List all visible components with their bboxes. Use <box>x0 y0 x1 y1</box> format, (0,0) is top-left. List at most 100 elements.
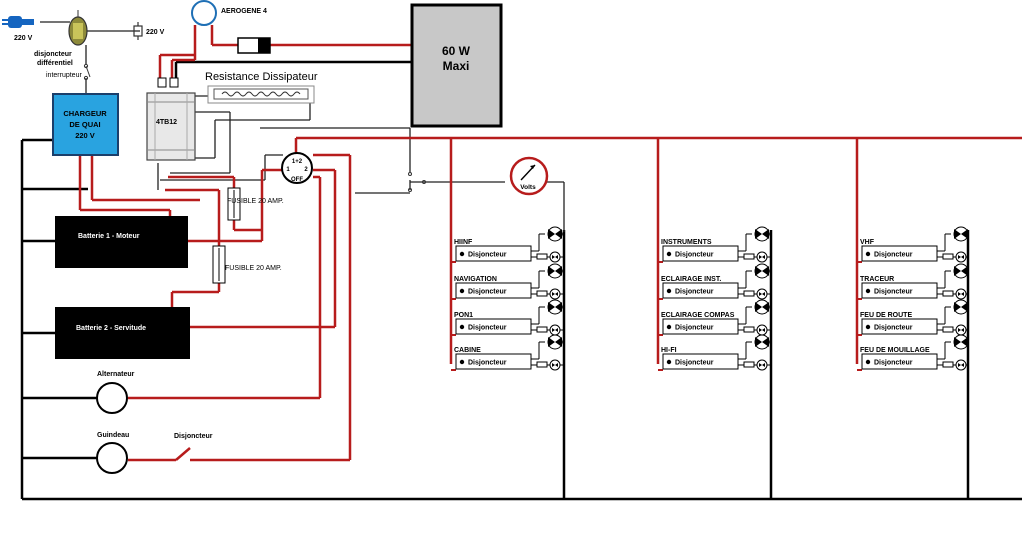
breaker-dot <box>666 359 672 365</box>
circuit-label: FEU DE MOUILLAGE <box>860 347 930 354</box>
circuit-label: ECLAIRAGE COMPAS <box>661 312 735 319</box>
circuit-row: HI-FI Disjoncteur <box>658 334 771 371</box>
breaker-label: Disjoncteur <box>468 360 507 367</box>
breaker-label: Disjoncteur <box>874 289 913 296</box>
selector-2: 2 <box>304 167 308 173</box>
breaker-label: Disjoncteur <box>675 360 714 367</box>
breaker-box <box>662 318 739 335</box>
charger-line1: CHARGEUR <box>63 109 107 118</box>
load-box <box>410 3 503 128</box>
breaker-label: Disjoncteur <box>468 289 507 296</box>
regulator-box <box>146 77 196 161</box>
battery-1 <box>55 216 188 268</box>
breaker-dot <box>865 288 871 294</box>
breaker-diff-line2: différentiel <box>37 60 73 67</box>
breaker-dot <box>666 324 672 330</box>
voltmeter-label: Volts <box>520 184 536 191</box>
breaker-box <box>455 353 532 370</box>
circuit-label: CABINE <box>454 347 481 354</box>
wind-generator-icon <box>191 0 217 26</box>
breaker-label: Disjoncteur <box>675 325 714 332</box>
breaker-dot <box>459 251 465 257</box>
socket-icon <box>133 22 143 40</box>
circuit-row: NAVIGATION Disjoncteur <box>451 263 564 300</box>
breaker-box <box>455 245 532 262</box>
plug-voltage: 220 V <box>14 35 33 42</box>
alternator-label: Alternateur <box>97 371 135 378</box>
socket-voltage: 220 V <box>146 29 165 36</box>
battery-2-label: Batterie 2 - Servitude <box>76 325 146 332</box>
breaker-box <box>662 245 739 262</box>
distribution-panels: HIINFDisjoncteurNAVIGATIONDisjoncteurPON… <box>451 226 969 371</box>
circuit-label: VHF <box>860 239 875 246</box>
circuit-label: TRACEUR <box>860 276 894 283</box>
circuit-row: ECLAIRAGE INST.Disjoncteur <box>658 263 771 300</box>
plug-icon <box>2 16 34 28</box>
breaker-dot <box>459 324 465 330</box>
breaker-dot <box>666 288 672 294</box>
resistor-icon <box>207 85 315 104</box>
charger-box <box>52 93 119 156</box>
charger-switch <box>83 63 91 81</box>
circuit-row: FEU DE ROUTE Disjoncteur <box>857 299 969 336</box>
battery-selector <box>281 152 313 184</box>
battery-2 <box>55 307 190 359</box>
breaker-label: Disjoncteur <box>874 360 913 367</box>
breaker-dot <box>865 324 871 330</box>
breaker-dot <box>666 251 672 257</box>
load-line2: Maxi <box>443 59 470 73</box>
circuit-row: VHF Disjoncteur <box>857 226 969 263</box>
circuit-row: HIINF Disjoncteur <box>451 226 564 263</box>
circuit-row: TRACEUR Disjoncteur <box>857 263 969 300</box>
wind-generator-label: AEROGENE 4 <box>221 8 267 15</box>
breaker-diff-line1: disjoncteur <box>34 51 72 58</box>
breaker-dot <box>865 251 871 257</box>
charger-line2: DE QUAI <box>69 120 100 129</box>
load-line1: 60 W <box>442 44 471 58</box>
windlass-switch <box>175 447 191 461</box>
regulator-label: 4TB12 <box>156 119 177 126</box>
resistor-label: Resistance Dissipateur <box>205 71 318 83</box>
alternator-icon <box>96 382 128 414</box>
circuit-row: INSTRUMENTS Disjoncteur <box>658 226 771 263</box>
breaker-label: Disjoncteur <box>675 252 714 259</box>
battery-1-label: Batterie 1 - Moteur <box>78 233 140 240</box>
positive-wiring <box>78 25 1022 462</box>
fuse-1 <box>227 187 241 221</box>
circuit-label: ECLAIRAGE INST. <box>661 276 721 283</box>
voltmeter-switch <box>408 172 426 192</box>
fuse-2 <box>212 245 226 284</box>
breaker-box <box>662 282 739 299</box>
circuit-label: NAVIGATION <box>454 276 497 283</box>
circuit-row: FEU DE MOUILLAGE Disjoncteur <box>857 334 969 371</box>
charger-line3: 220 V <box>75 131 95 140</box>
circuit-label: PON1 <box>454 312 473 319</box>
diode-icon <box>237 37 271 54</box>
selector-1: 1 <box>286 167 290 173</box>
circuit-label: FEU DE ROUTE <box>860 312 912 319</box>
circuit-row: ECLAIRAGE COMPAS Disjoncteur <box>658 299 771 336</box>
breaker-box <box>662 353 739 370</box>
circuit-label: HIINF <box>454 239 473 246</box>
selector-off: OFF <box>291 177 303 183</box>
breaker-box <box>455 282 532 299</box>
switch-label: interrupteur <box>46 72 82 79</box>
circuit-row: CABINE Disjoncteur <box>451 334 564 371</box>
voltmeter-icon <box>509 156 549 196</box>
fuse-2-label: FUSIBLE 20 AMP. <box>225 265 282 272</box>
breaker-box <box>861 282 938 299</box>
differential-breaker <box>68 10 88 46</box>
breaker-box <box>455 318 532 335</box>
breaker-box <box>861 245 938 262</box>
breaker-dot <box>459 288 465 294</box>
breaker-box <box>861 353 938 370</box>
breaker-dot <box>459 359 465 365</box>
breaker-label: Disjoncteur <box>874 252 913 259</box>
breaker-label: Disjoncteur <box>468 252 507 259</box>
circuit-label: HI-FI <box>661 347 677 354</box>
circuit-label: INSTRUMENTS <box>661 239 712 246</box>
windlass-breaker-label: Disjoncteur <box>174 433 213 440</box>
breaker-label: Disjoncteur <box>874 325 913 332</box>
